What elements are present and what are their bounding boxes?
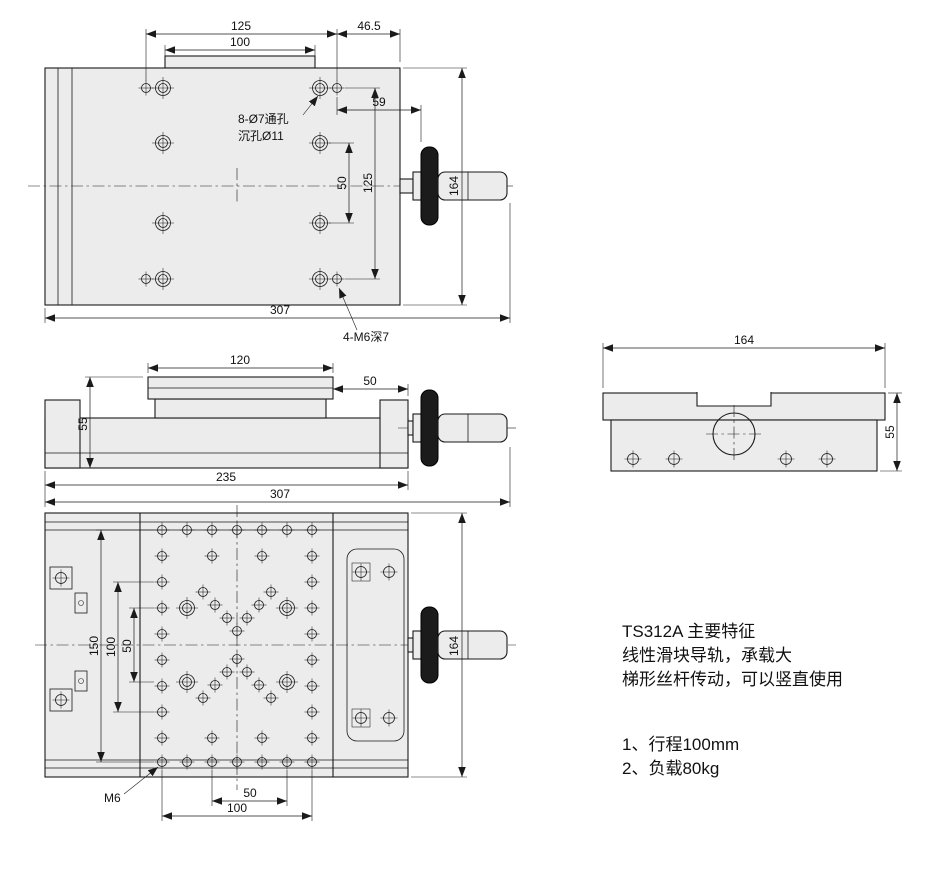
dim-235: 235 bbox=[44, 470, 409, 507]
dim-50-bottom-cols: 50 bbox=[211, 770, 288, 806]
dim-label: 55 bbox=[883, 425, 897, 439]
dim-label: 55 bbox=[76, 417, 90, 431]
dim-label: 50 bbox=[363, 374, 377, 388]
front-view-right-block bbox=[379, 399, 409, 469]
dim-label: 307 bbox=[270, 303, 290, 317]
front-view: 120 50 55 235 307 bbox=[44, 353, 516, 507]
dim-label: 164 bbox=[447, 636, 461, 656]
dim-label: 50 bbox=[243, 786, 257, 800]
dim-164-side: 164 bbox=[602, 333, 886, 388]
dim-50-bottom-left: 50 bbox=[120, 607, 154, 683]
dim-label: 125 bbox=[231, 19, 251, 33]
handle-grip bbox=[437, 413, 508, 443]
front-view-left-block bbox=[44, 399, 81, 469]
callout-text: 4-M6深7 bbox=[343, 330, 389, 344]
callout-text: 8-Ø7通孔 bbox=[238, 112, 289, 126]
bottom-view-left-features bbox=[49, 566, 88, 712]
callout-text: 沉孔Ø11 bbox=[238, 129, 284, 143]
dim-164-bottom: 164 bbox=[411, 512, 467, 778]
dim-307-top-view: 307 bbox=[44, 203, 511, 323]
handwheel bbox=[420, 389, 439, 467]
side-view: 164 55 bbox=[602, 333, 902, 472]
dim-164-top-view: 164 bbox=[403, 67, 467, 306]
dim-50-vertical: 50 bbox=[329, 142, 354, 224]
feature-line-1: 线性滑块导轨，承载大 bbox=[622, 646, 792, 665]
dim-307-front: 307 bbox=[45, 447, 511, 507]
handle-bottom-view bbox=[407, 606, 508, 684]
dim-120: 120 bbox=[147, 353, 334, 373]
handle-top-view bbox=[399, 146, 508, 226]
feature-line-2: 梯形丝杆传动，可以竖直使用 bbox=[622, 670, 843, 689]
bottom-view: 150 100 50 164 50 100 M6 bbox=[35, 505, 516, 821]
dim-label: 100 bbox=[230, 35, 250, 49]
dim-label: 100 bbox=[227, 801, 247, 815]
callout-through-holes: 8-Ø7通孔 沉孔Ø11 bbox=[238, 95, 319, 143]
dim-label: 46.5 bbox=[357, 19, 381, 33]
dim-46-5: 46.5 bbox=[337, 19, 401, 62]
front-view-base bbox=[44, 417, 409, 469]
dim-label: 125 bbox=[361, 173, 375, 193]
side-view-notch bbox=[696, 392, 772, 407]
dim-label: 164 bbox=[734, 333, 754, 347]
handwheel bbox=[420, 146, 439, 226]
handle-grip bbox=[437, 171, 508, 201]
spec-travel: 1、行程100mm bbox=[622, 735, 740, 754]
front-view-carriage bbox=[154, 398, 327, 419]
callout-tapped-holes: 4-M6深7 bbox=[338, 287, 389, 344]
dim-100-top: 100 bbox=[164, 35, 316, 56]
handle-front-view bbox=[398, 389, 516, 467]
spec-notes: TS312A 主要特征 线性滑块导轨，承载大 梯形丝杆传动，可以竖直使用 1、行… bbox=[622, 620, 932, 781]
callout-text: M6 bbox=[104, 791, 121, 805]
side-view-base bbox=[610, 419, 878, 472]
handwheel bbox=[420, 606, 439, 684]
dim-label: 50 bbox=[120, 639, 134, 653]
dim-label: 164 bbox=[447, 176, 461, 196]
dim-label: 235 bbox=[216, 470, 236, 484]
dim-label: 150 bbox=[87, 636, 101, 656]
dim-125-vertical: 125 bbox=[345, 87, 380, 280]
handle-grip bbox=[437, 630, 508, 660]
dim-label: 50 bbox=[335, 176, 349, 190]
dim-100-bottom-left: 100 bbox=[104, 581, 154, 713]
top-view: 125 100 46.5 59 125 50 bbox=[28, 19, 516, 344]
callout-m6: M6 bbox=[104, 766, 159, 805]
spec-load: 2、负载80kg bbox=[622, 759, 720, 778]
dim-label: 100 bbox=[104, 637, 118, 657]
dim-100-bottom-cols: 100 bbox=[161, 770, 313, 821]
dim-55-front: 55 bbox=[76, 376, 143, 468]
dim-label: 307 bbox=[270, 487, 290, 501]
dim-label: 120 bbox=[230, 353, 250, 367]
dim-55-side: 55 bbox=[880, 392, 902, 472]
dim-50-front: 50 bbox=[333, 374, 409, 396]
dim-label: 59 bbox=[372, 95, 386, 109]
dim-150-bottom: 150 bbox=[87, 529, 154, 763]
product-title: TS312A 主要特征 bbox=[622, 622, 756, 641]
top-view-plate-protrusion bbox=[164, 55, 316, 69]
